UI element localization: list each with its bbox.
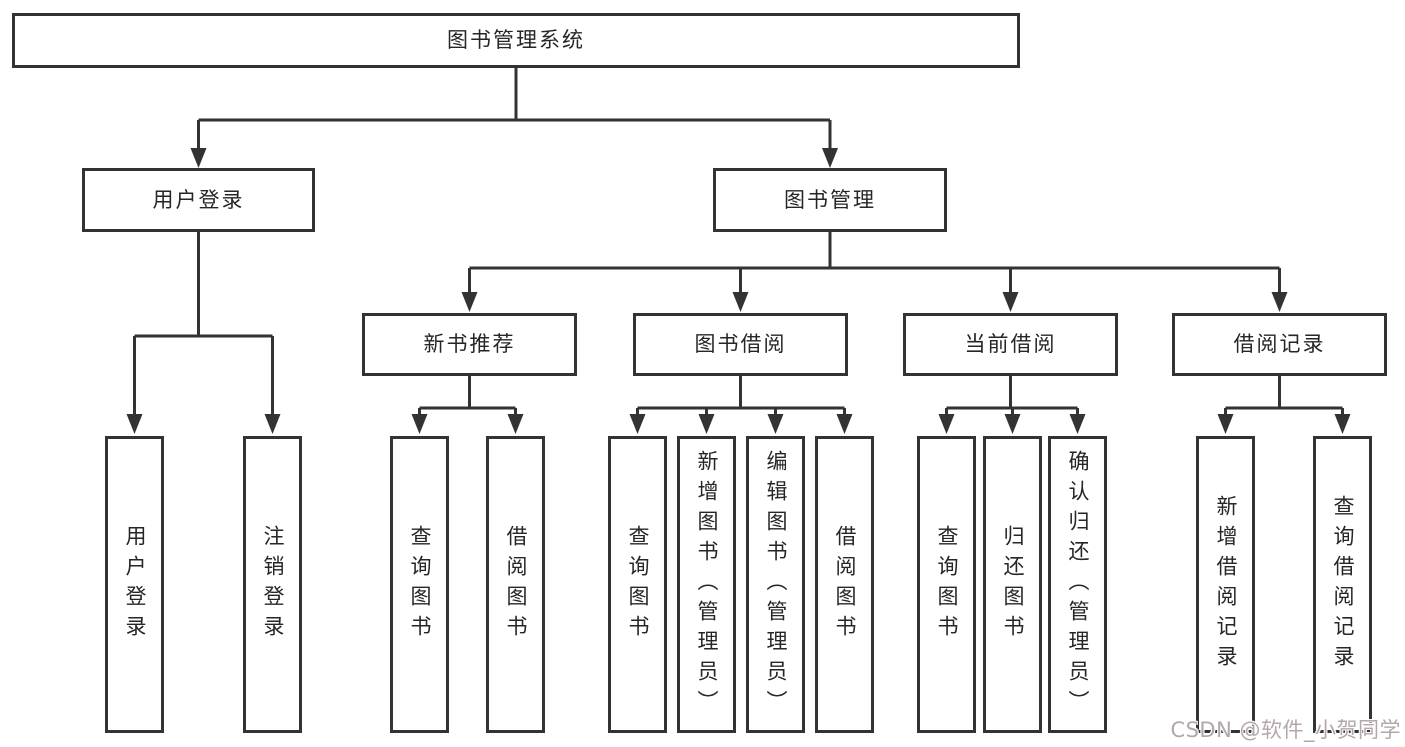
node-book-borrowing: 图书借阅 <box>633 313 848 376</box>
node-leaf-confirm-return-admin: 确认归还（管理员） <box>1048 436 1107 733</box>
node-label: 查询图书 <box>935 524 959 645</box>
node-leaf-query-books-newbooks: 查询图书 <box>390 436 449 733</box>
node-label: 新增借阅记录 <box>1214 494 1238 675</box>
node-leaf-query-borrow-record: 查询借阅记录 <box>1313 436 1372 733</box>
node-label: 查询图书 <box>408 524 432 645</box>
node-new-book-recommend: 新书推荐 <box>362 313 577 376</box>
node-label: 编辑图书（管理员） <box>764 449 788 720</box>
node-book-management: 图书管理 <box>713 168 947 232</box>
node-current-borrowing: 当前借阅 <box>903 313 1118 376</box>
csdn-watermark: CSDN @软件_小贺同学 <box>1170 718 1401 742</box>
node-leaf-edit-books-admin: 编辑图书（管理员） <box>746 436 805 733</box>
node-label: 查询借阅记录 <box>1331 494 1355 675</box>
node-leaf-query-books-current: 查询图书 <box>917 436 976 733</box>
node-label: 图书管理系统 <box>447 28 585 52</box>
node-label: 归还图书 <box>1001 524 1025 645</box>
node-label: 确认归还（管理员） <box>1066 449 1090 720</box>
node-leaf-borrow-books-newbooks: 借阅图书 <box>486 436 545 733</box>
node-label: 注销登录 <box>261 524 285 645</box>
node-label: 图书借阅 <box>694 332 787 356</box>
node-label: 用户登录 <box>123 524 147 645</box>
node-library-management-system: 图书管理系统 <box>12 13 1020 68</box>
node-label: 新增图书（管理员） <box>695 449 719 720</box>
node-leaf-query-books: 查询图书 <box>608 436 667 733</box>
node-label: 当前借阅 <box>964 332 1057 356</box>
node-leaf-return-books: 归还图书 <box>983 436 1042 733</box>
node-label: 借阅图书 <box>504 524 528 645</box>
node-leaf-borrow-books: 借阅图书 <box>815 436 874 733</box>
node-label: 查询图书 <box>626 524 650 645</box>
node-user-login: 用户登录 <box>82 168 315 232</box>
node-borrow-records: 借阅记录 <box>1172 313 1387 376</box>
node-label: 图书管理 <box>784 187 876 212</box>
node-leaf-user-login: 用户登录 <box>105 436 164 733</box>
node-label: 借阅图书 <box>833 524 857 645</box>
node-label: 新书推荐 <box>423 332 516 356</box>
node-label: 借阅记录 <box>1233 332 1326 356</box>
node-leaf-logout: 注销登录 <box>243 436 302 733</box>
node-leaf-add-borrow-record: 新增借阅记录 <box>1196 436 1255 733</box>
node-label: 用户登录 <box>152 187 245 212</box>
node-leaf-add-books-admin: 新增图书（管理员） <box>677 436 736 733</box>
